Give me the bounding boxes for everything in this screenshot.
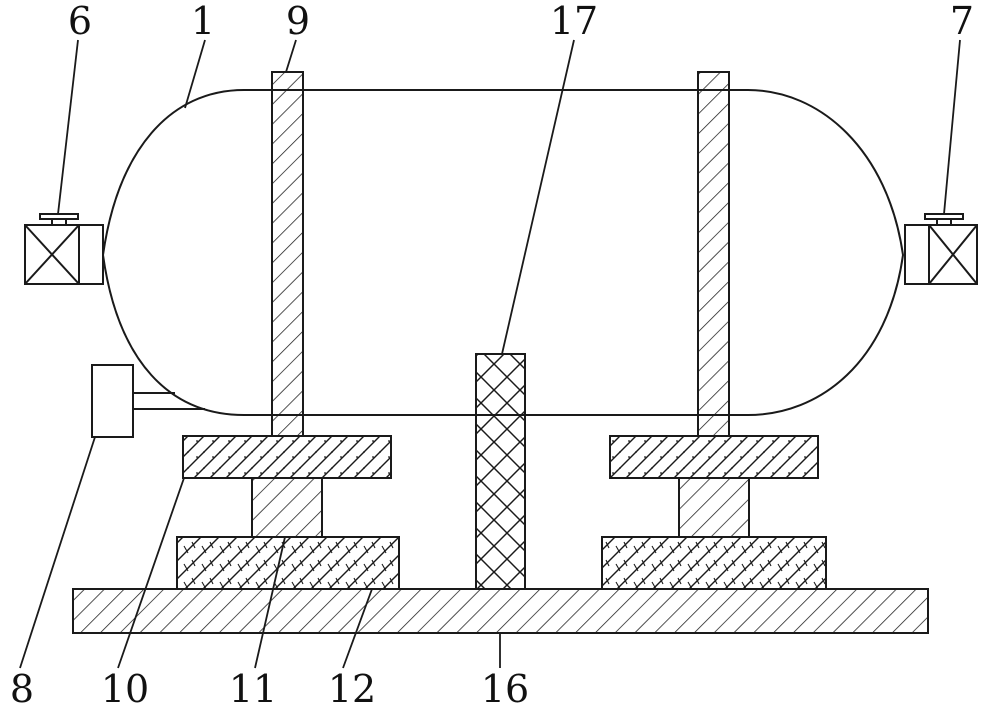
tank-body <box>101 89 905 416</box>
middle-post <box>475 353 526 590</box>
left-column <box>251 477 323 538</box>
left-upper-plate <box>182 435 392 479</box>
right-upper-plate <box>609 435 819 479</box>
leader-lines <box>19 39 961 669</box>
right-column <box>678 477 750 538</box>
label-1: 1 <box>191 0 215 43</box>
left-strap <box>271 71 304 437</box>
left-valve <box>24 213 104 285</box>
gauge-box <box>91 364 205 438</box>
label-12: 12 <box>328 667 376 711</box>
label-9: 9 <box>286 0 310 43</box>
left-lower-plate <box>176 536 400 590</box>
base-plate <box>72 588 929 634</box>
right-strap <box>697 71 730 437</box>
label-17: 17 <box>550 0 598 43</box>
label-16: 16 <box>481 667 529 711</box>
right-valve <box>904 213 978 285</box>
right-lower-plate <box>601 536 827 590</box>
label-6: 6 <box>68 0 92 43</box>
label-10: 10 <box>101 667 149 711</box>
label-11: 11 <box>229 667 277 711</box>
label-8: 8 <box>10 667 34 711</box>
label-7: 7 <box>950 0 974 43</box>
